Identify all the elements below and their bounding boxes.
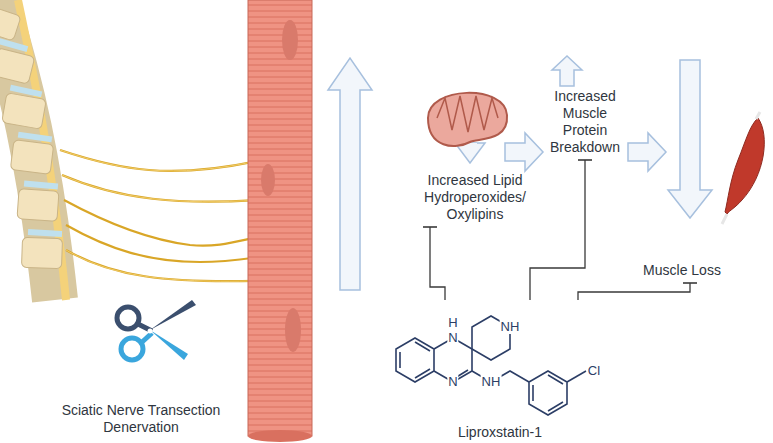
atom-label: H bbox=[447, 316, 458, 330]
atom-label: N bbox=[447, 331, 458, 345]
node-text: Increased Muscle Protein Breakdown bbox=[543, 88, 627, 156]
scissors-icon bbox=[117, 300, 196, 360]
outcome-label: Muscle Loss bbox=[634, 262, 730, 279]
inhibition-connector bbox=[530, 160, 592, 300]
spine bbox=[0, 0, 66, 300]
atom-label: Cl bbox=[587, 364, 601, 378]
node-text: Sciatic Nerve Transection Denervation bbox=[46, 402, 236, 436]
atom-label: NH bbox=[500, 320, 521, 334]
process-label: Increased Muscle Protein Breakdown bbox=[543, 88, 627, 156]
muscle-icon bbox=[722, 112, 764, 224]
node-text: Muscle Loss bbox=[634, 262, 730, 279]
block-arrow bbox=[328, 56, 712, 290]
process-label: Increased Lipid Hydroperoxides/ Oxylipin… bbox=[398, 172, 552, 223]
muscle-fiber bbox=[248, 0, 312, 442]
inhibition-connector bbox=[578, 283, 697, 300]
cause-label: Sciatic Nerve Transection Denervation bbox=[46, 402, 236, 436]
atom-label: N bbox=[447, 375, 458, 389]
liproxstatin-structure bbox=[396, 316, 586, 415]
node-text: Increased Lipid Hydroperoxides/ Oxylipin… bbox=[398, 172, 552, 223]
atom-label: NH bbox=[481, 375, 502, 389]
node-text: Liproxstatin-1 bbox=[458, 424, 542, 441]
inhibition-connector bbox=[423, 227, 445, 300]
mitochondrion bbox=[428, 93, 507, 146]
